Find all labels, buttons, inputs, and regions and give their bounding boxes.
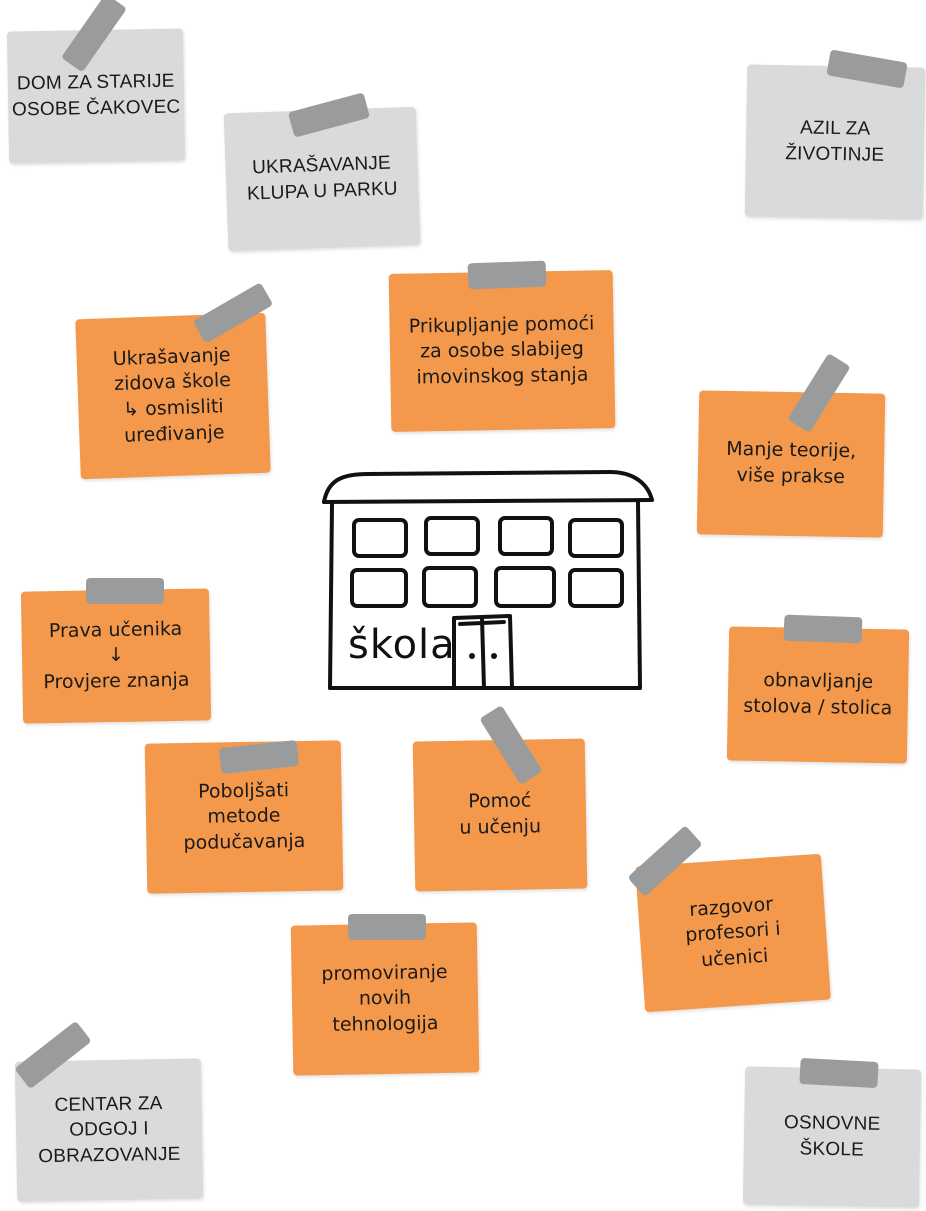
note-text: Ukrašavanje zidova škole ↳ osmisliti ure… <box>112 343 232 447</box>
note-osnovne-skole: OSNOVNE ŠKOLE <box>742 1066 922 1208</box>
note-text: UKRAŠAVANJE KLUPA U PARKU <box>246 152 399 205</box>
note-text: razgovor profesori i učenici <box>684 892 782 972</box>
note-text: CENTAR ZA ODGOJ I OBRAZOVANJE <box>38 1092 181 1168</box>
note-ukrasavanje-zidova: Ukrašavanje zidova škole ↳ osmisliti ure… <box>75 312 271 480</box>
tape <box>467 260 547 290</box>
note-text: obnavljanje stolova / stolica <box>743 669 893 720</box>
note-text: Manje teorije, više prakse <box>726 438 857 488</box>
tape <box>86 578 164 604</box>
note-obnavljanje: obnavljanje stolova / stolica <box>726 626 910 764</box>
school-building-icon <box>322 470 654 690</box>
note-text: Poboljšati metode podučavanja <box>183 778 306 854</box>
note-text: OSNOVNE ŠKOLE <box>783 1112 881 1161</box>
note-prikupljanje-pomoci: Prikupljanje pomoći za osobe slabijeg im… <box>388 270 616 432</box>
tape <box>348 914 426 940</box>
note-prava-ucenika: Prava učenika ↓ Provjere znanja <box>20 588 212 724</box>
note-text: Prava učenika ↓ Provjere znanja <box>43 617 190 694</box>
note-text: AZIL ZA ŽIVOTINJE <box>785 117 885 166</box>
note-text: Pomoć u učenju <box>459 789 542 839</box>
note-text: DOM ZA STARIJE OSOBE ČAKOVEC <box>11 70 181 121</box>
note-promoviranje: promoviranje novih tehnologija <box>290 922 480 1076</box>
note-text: promoviranje novih tehnologija <box>321 960 448 1036</box>
note-pomoc-u-ucenju: Pomoć u učenju <box>412 738 588 892</box>
note-text: Prikupljanje pomoći za osobe slabijeg im… <box>408 311 595 389</box>
tape <box>799 1057 879 1089</box>
tape <box>783 614 863 644</box>
note-centar-za-odgoj: CENTAR ZA ODGOJ I OBRAZOVANJE <box>14 1058 204 1202</box>
school-label: škola <box>348 622 456 668</box>
